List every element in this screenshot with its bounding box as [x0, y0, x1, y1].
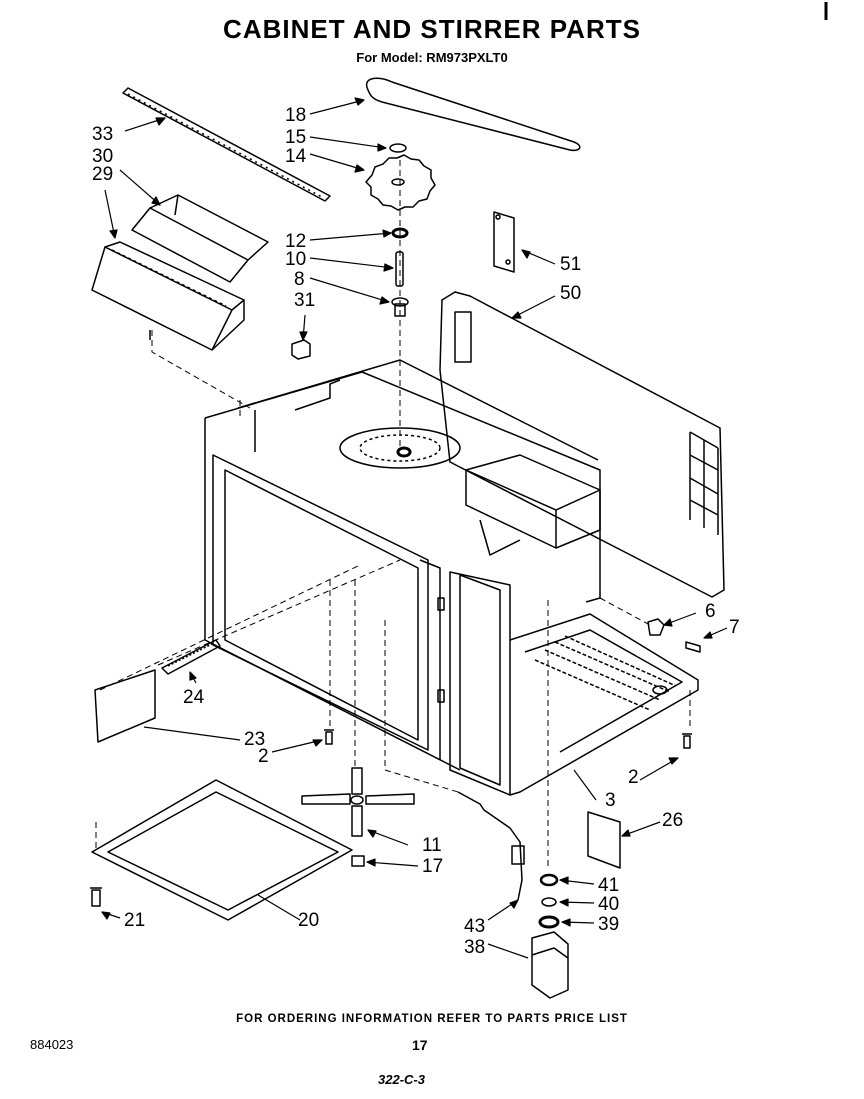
cabinet-front-frame: [204, 410, 461, 771]
page-title: CABINET AND STIRRER PARTS: [223, 14, 641, 44]
callout-51: 51: [560, 254, 581, 275]
bottom-plate-part: [91, 779, 353, 921]
washer-39-part: [538, 915, 560, 929]
callout-12: 12: [285, 231, 306, 252]
callout-18: 18: [285, 105, 306, 126]
assembly-lines: [95, 160, 691, 870]
washer-part: [391, 227, 409, 239]
callout-2-left: 2: [258, 746, 269, 767]
callout-labels: 18 15 14 12 10 8 31 33 30 29 51 50 6 7 2…: [92, 105, 740, 958]
callout-43: 43: [464, 916, 485, 937]
callout-7: 7: [729, 617, 740, 638]
cabinet-top: [204, 359, 601, 603]
ordering-note: FOR ORDERING INFORMATION REFER TO PARTS …: [236, 1013, 628, 1025]
handwritten-code: 322-C-3: [378, 1072, 425, 1087]
callout-24: 24: [183, 687, 205, 708]
leader-lines: [101, 97, 728, 959]
clamp-part: [647, 618, 665, 636]
callout-41: 41: [598, 875, 619, 896]
screw-part: [685, 641, 701, 653]
cover-plate-part: [587, 811, 621, 869]
trim-strip-part: [122, 87, 331, 202]
bottom-tray: [509, 613, 699, 796]
callout-26: 26: [662, 810, 683, 831]
document-number: 884023: [30, 1037, 74, 1052]
stirrer-belt-part: [365, 77, 581, 152]
callout-50: 50: [560, 283, 581, 304]
callout-2-right: 2: [628, 767, 639, 788]
callout-11: 11: [422, 835, 442, 856]
callout-23: 23: [244, 729, 265, 750]
thermal-probe-part: [457, 791, 525, 901]
callout-33: 33: [92, 124, 113, 145]
callout-6: 6: [705, 601, 716, 622]
callout-21: 21: [124, 910, 145, 931]
callout-20: 20: [298, 910, 319, 931]
side-plate-part: [94, 669, 156, 743]
cabinet-side-panel: [437, 571, 511, 796]
screw-right-part: [682, 733, 692, 749]
retaining-clip-part: [389, 143, 407, 153]
clip-part: [291, 339, 311, 360]
callout-40: 40: [598, 894, 619, 915]
nut-part: [351, 855, 365, 867]
washer-40-part: [541, 897, 557, 907]
callout-29: 29: [92, 164, 113, 185]
page-number: 17: [412, 1037, 428, 1053]
callout-14: 14: [285, 146, 307, 167]
air-duct-part: [131, 194, 269, 283]
screw-21-part: [90, 887, 102, 907]
model-subtitle: For Model: RM973PXLT0: [356, 50, 508, 65]
hinge-strip-part: [161, 639, 221, 675]
callout-17: 17: [422, 856, 443, 877]
callout-30: 30: [92, 146, 113, 167]
screw-left-part: [324, 729, 334, 745]
stirrer-pulley-part: [365, 154, 436, 211]
callout-38: 38: [464, 937, 485, 958]
callout-31: 31: [294, 290, 315, 311]
nut-41-part: [539, 873, 559, 887]
stirrer-blade-part: [301, 767, 415, 837]
callout-39: 39: [598, 914, 619, 935]
callout-15: 15: [285, 127, 306, 148]
rear-panel-part: [439, 291, 725, 598]
motor-bracket-part: [531, 931, 569, 999]
callout-3: 3: [605, 790, 616, 811]
bracket-part: [493, 211, 515, 273]
duct-housing-part: [91, 241, 245, 351]
electronics-box: [465, 454, 601, 556]
callout-10: 10: [285, 249, 306, 270]
callout-8: 8: [294, 269, 305, 290]
